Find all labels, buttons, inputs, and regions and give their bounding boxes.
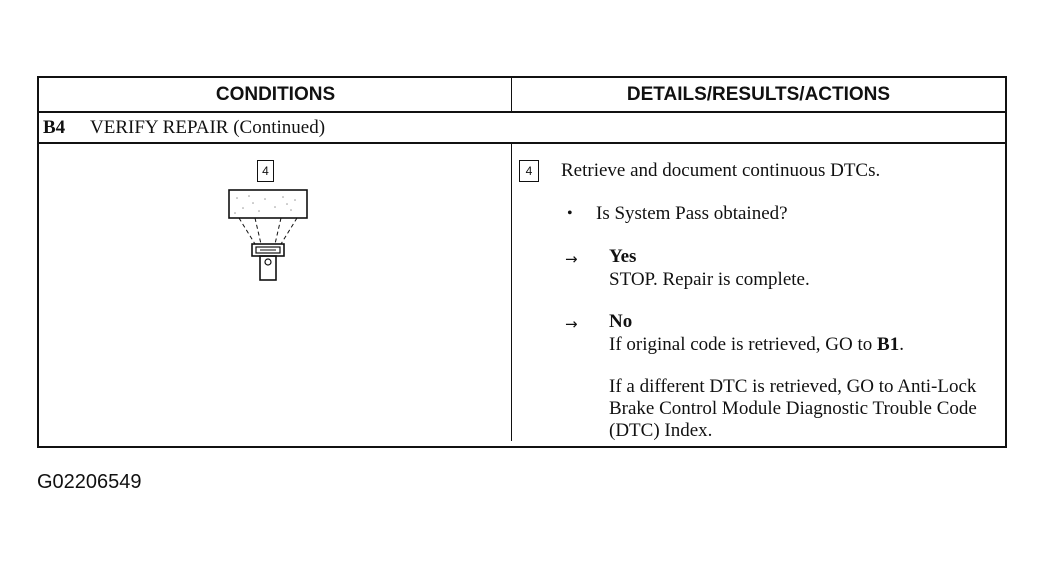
no-result-text: If original code is retrieved, GO to B1.	[609, 334, 904, 356]
step-id: B4	[43, 117, 66, 138]
table-header-row: CONDITIONS DETAILS/RESULTS/ACTIONS	[39, 78, 1005, 113]
conditions-header: CONDITIONS	[215, 84, 336, 105]
action-instruction: Retrieve and document continuous DTCs.	[561, 160, 881, 181]
figure-id: G02206549	[37, 471, 142, 493]
diagnostic-table: CONDITIONS DETAILS/RESULTS/ACTIONS B4 VE…	[37, 76, 1007, 448]
no-label: No	[609, 311, 633, 332]
yes-result-text: STOP. Repair is complete.	[609, 269, 810, 290]
action-question: Is System Pass obtained?	[596, 203, 788, 224]
details-header: DETAILS/RESULTS/ACTIONS	[626, 84, 891, 105]
column-divider	[511, 78, 512, 111]
arrow-right-icon: →	[565, 250, 578, 268]
column-divider	[511, 144, 512, 441]
no-result-alt-text: If a different DTC is retrieved, GO to A…	[609, 376, 977, 441]
action-step-number: 4	[519, 160, 539, 182]
step-title: VERIFY REPAIR (Continued)	[90, 117, 326, 138]
conditions-diagram: 4	[225, 156, 309, 284]
no-result-suffix: .	[899, 334, 904, 355]
step-title-row: B4 VERIFY REPAIR (Continued)	[39, 113, 1005, 144]
bullet-icon: •	[567, 205, 573, 222]
no-result-prefix: If original code is retrieved, GO to	[609, 334, 878, 355]
yes-label: Yes	[609, 246, 637, 267]
step-reference-link: B1	[877, 334, 900, 355]
diagram-step-number: 4	[257, 160, 274, 182]
arrow-right-icon: →	[565, 315, 578, 333]
scan-tool-icon	[228, 189, 308, 281]
